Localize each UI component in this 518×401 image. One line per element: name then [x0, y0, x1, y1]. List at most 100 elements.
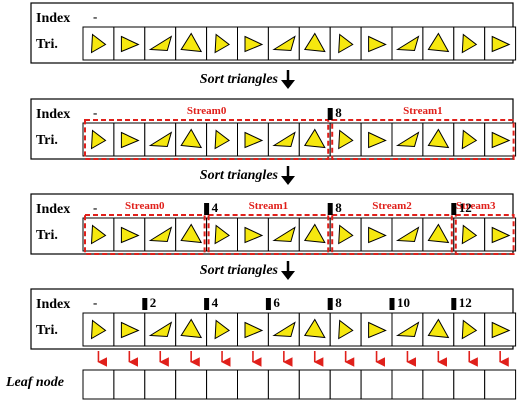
triangle-upright-icon: [303, 318, 326, 339]
triangle-upright-icon: [303, 128, 326, 149]
stream-group-2: [331, 214, 453, 255]
index-number-8: 8: [335, 200, 342, 215]
tri-row-label: Tri.: [36, 37, 58, 52]
boundary-marker: [327, 108, 333, 120]
triangle-upright-icon: [180, 32, 203, 53]
leaf-node-cell: [360, 369, 393, 400]
triangle-tall-right-icon: [338, 224, 354, 245]
triangle-right-icon: [368, 226, 387, 244]
sort-triangles-label: Sort triangles: [200, 72, 279, 87]
index-number-8: 8: [335, 295, 342, 310]
triangle-tall-right-icon: [90, 129, 107, 150]
boundary-marker: [451, 203, 457, 215]
triangle-upright-icon: [427, 223, 450, 244]
stream-group-3: [454, 214, 515, 255]
down-arrow-icon: [281, 176, 295, 185]
triangle-flat-wedge-icon: [148, 131, 173, 148]
boundary-marker: [204, 203, 210, 215]
triangle-right-icon: [491, 226, 511, 244]
triangle-tall-right-icon: [338, 33, 354, 54]
index-number-8: 8: [335, 105, 342, 120]
triangle-right-icon: [120, 226, 140, 244]
down-arrow-icon: [281, 80, 295, 89]
leaf-node-cell: [206, 369, 239, 400]
triangle-right-icon: [491, 131, 511, 149]
triangle-cell: [144, 26, 177, 61]
stream-group-1: [207, 214, 330, 255]
stream-group-1: [331, 119, 515, 160]
leaf-node-cell: [175, 369, 208, 400]
index-number-4: 4: [212, 200, 219, 215]
index-dash: -: [93, 200, 97, 215]
triangle-tall-right-icon: [90, 319, 107, 340]
triangle-cell: [267, 122, 300, 157]
leaf-node-cell: [144, 369, 177, 400]
leaf-node-cell: [82, 369, 115, 400]
triangle-tall-right-icon: [461, 129, 478, 150]
leaf-node-cell: [113, 369, 146, 400]
stream-label-0: Stream0: [187, 105, 227, 117]
triangle-upright-icon: [427, 318, 450, 339]
triangle-flat-wedge-icon: [272, 131, 296, 148]
triangle-flat-wedge-icon: [395, 321, 420, 338]
down-arrow-icon: [281, 271, 295, 280]
boundary-marker: [389, 298, 395, 310]
triangle-upright-icon: [427, 128, 450, 149]
triangle-tall-right-icon: [338, 129, 354, 150]
leaf-node-cell: [453, 369, 486, 400]
triangle-flat-wedge-icon: [272, 35, 296, 52]
triangle-flat-wedge-icon: [272, 321, 296, 338]
triangle-flat-wedge-icon: [395, 35, 420, 52]
stream-group-0: [84, 214, 206, 255]
triangle-right-icon: [244, 321, 264, 339]
triangle-tall-right-icon: [338, 319, 354, 340]
index-row-label: Index: [36, 202, 70, 217]
index-dash: -: [93, 105, 97, 120]
triangle-tall-right-icon: [461, 33, 478, 54]
index-dash: -: [93, 9, 97, 24]
stream-label-0: Stream0: [125, 200, 165, 212]
index-number-4: 4: [212, 295, 219, 310]
index-row-label: Index: [36, 107, 70, 122]
index-row-label: Index: [36, 11, 70, 26]
stream-label-1: Stream1: [403, 105, 443, 117]
triangle-flat-wedge-icon: [272, 226, 296, 243]
triangle-tall-right-icon: [461, 224, 478, 245]
index-row-label: Index: [36, 297, 70, 312]
triangle-flat-wedge-icon: [148, 35, 173, 52]
triangle-flat-wedge-icon: [148, 226, 173, 243]
index-number-2: 2: [150, 295, 157, 310]
stream-group-0: [84, 119, 330, 160]
boundary-marker: [265, 298, 271, 310]
triangle-right-icon: [120, 35, 140, 53]
triangle-right-icon: [491, 35, 511, 53]
boundary-marker: [451, 298, 457, 310]
boundary-marker: [327, 298, 333, 310]
triangle-tall-right-icon: [214, 224, 231, 245]
boundary-marker: [142, 298, 148, 310]
leaf-node-cell: [329, 369, 362, 400]
stream-label-1: Stream1: [249, 200, 289, 212]
triangle-cell: [484, 312, 517, 347]
leaf-node-cell: [267, 369, 300, 400]
triangle-right-icon: [368, 35, 387, 53]
boundary-marker: [327, 203, 333, 215]
triangle-upright-icon: [180, 223, 203, 244]
triangle-right-icon: [368, 131, 387, 149]
triangle-right-icon: [244, 131, 264, 149]
triangle-flat-wedge-icon: [148, 321, 173, 338]
index-number-6: 6: [273, 295, 280, 310]
tri-row-label: Tri.: [36, 228, 58, 243]
triangle-tall-right-icon: [90, 224, 107, 245]
sort-step-2: Sort triangles: [200, 261, 295, 280]
sort-step-1: Sort triangles: [200, 166, 295, 185]
triangle-tall-right-icon: [90, 33, 107, 54]
index-number-12: 12: [459, 295, 472, 310]
